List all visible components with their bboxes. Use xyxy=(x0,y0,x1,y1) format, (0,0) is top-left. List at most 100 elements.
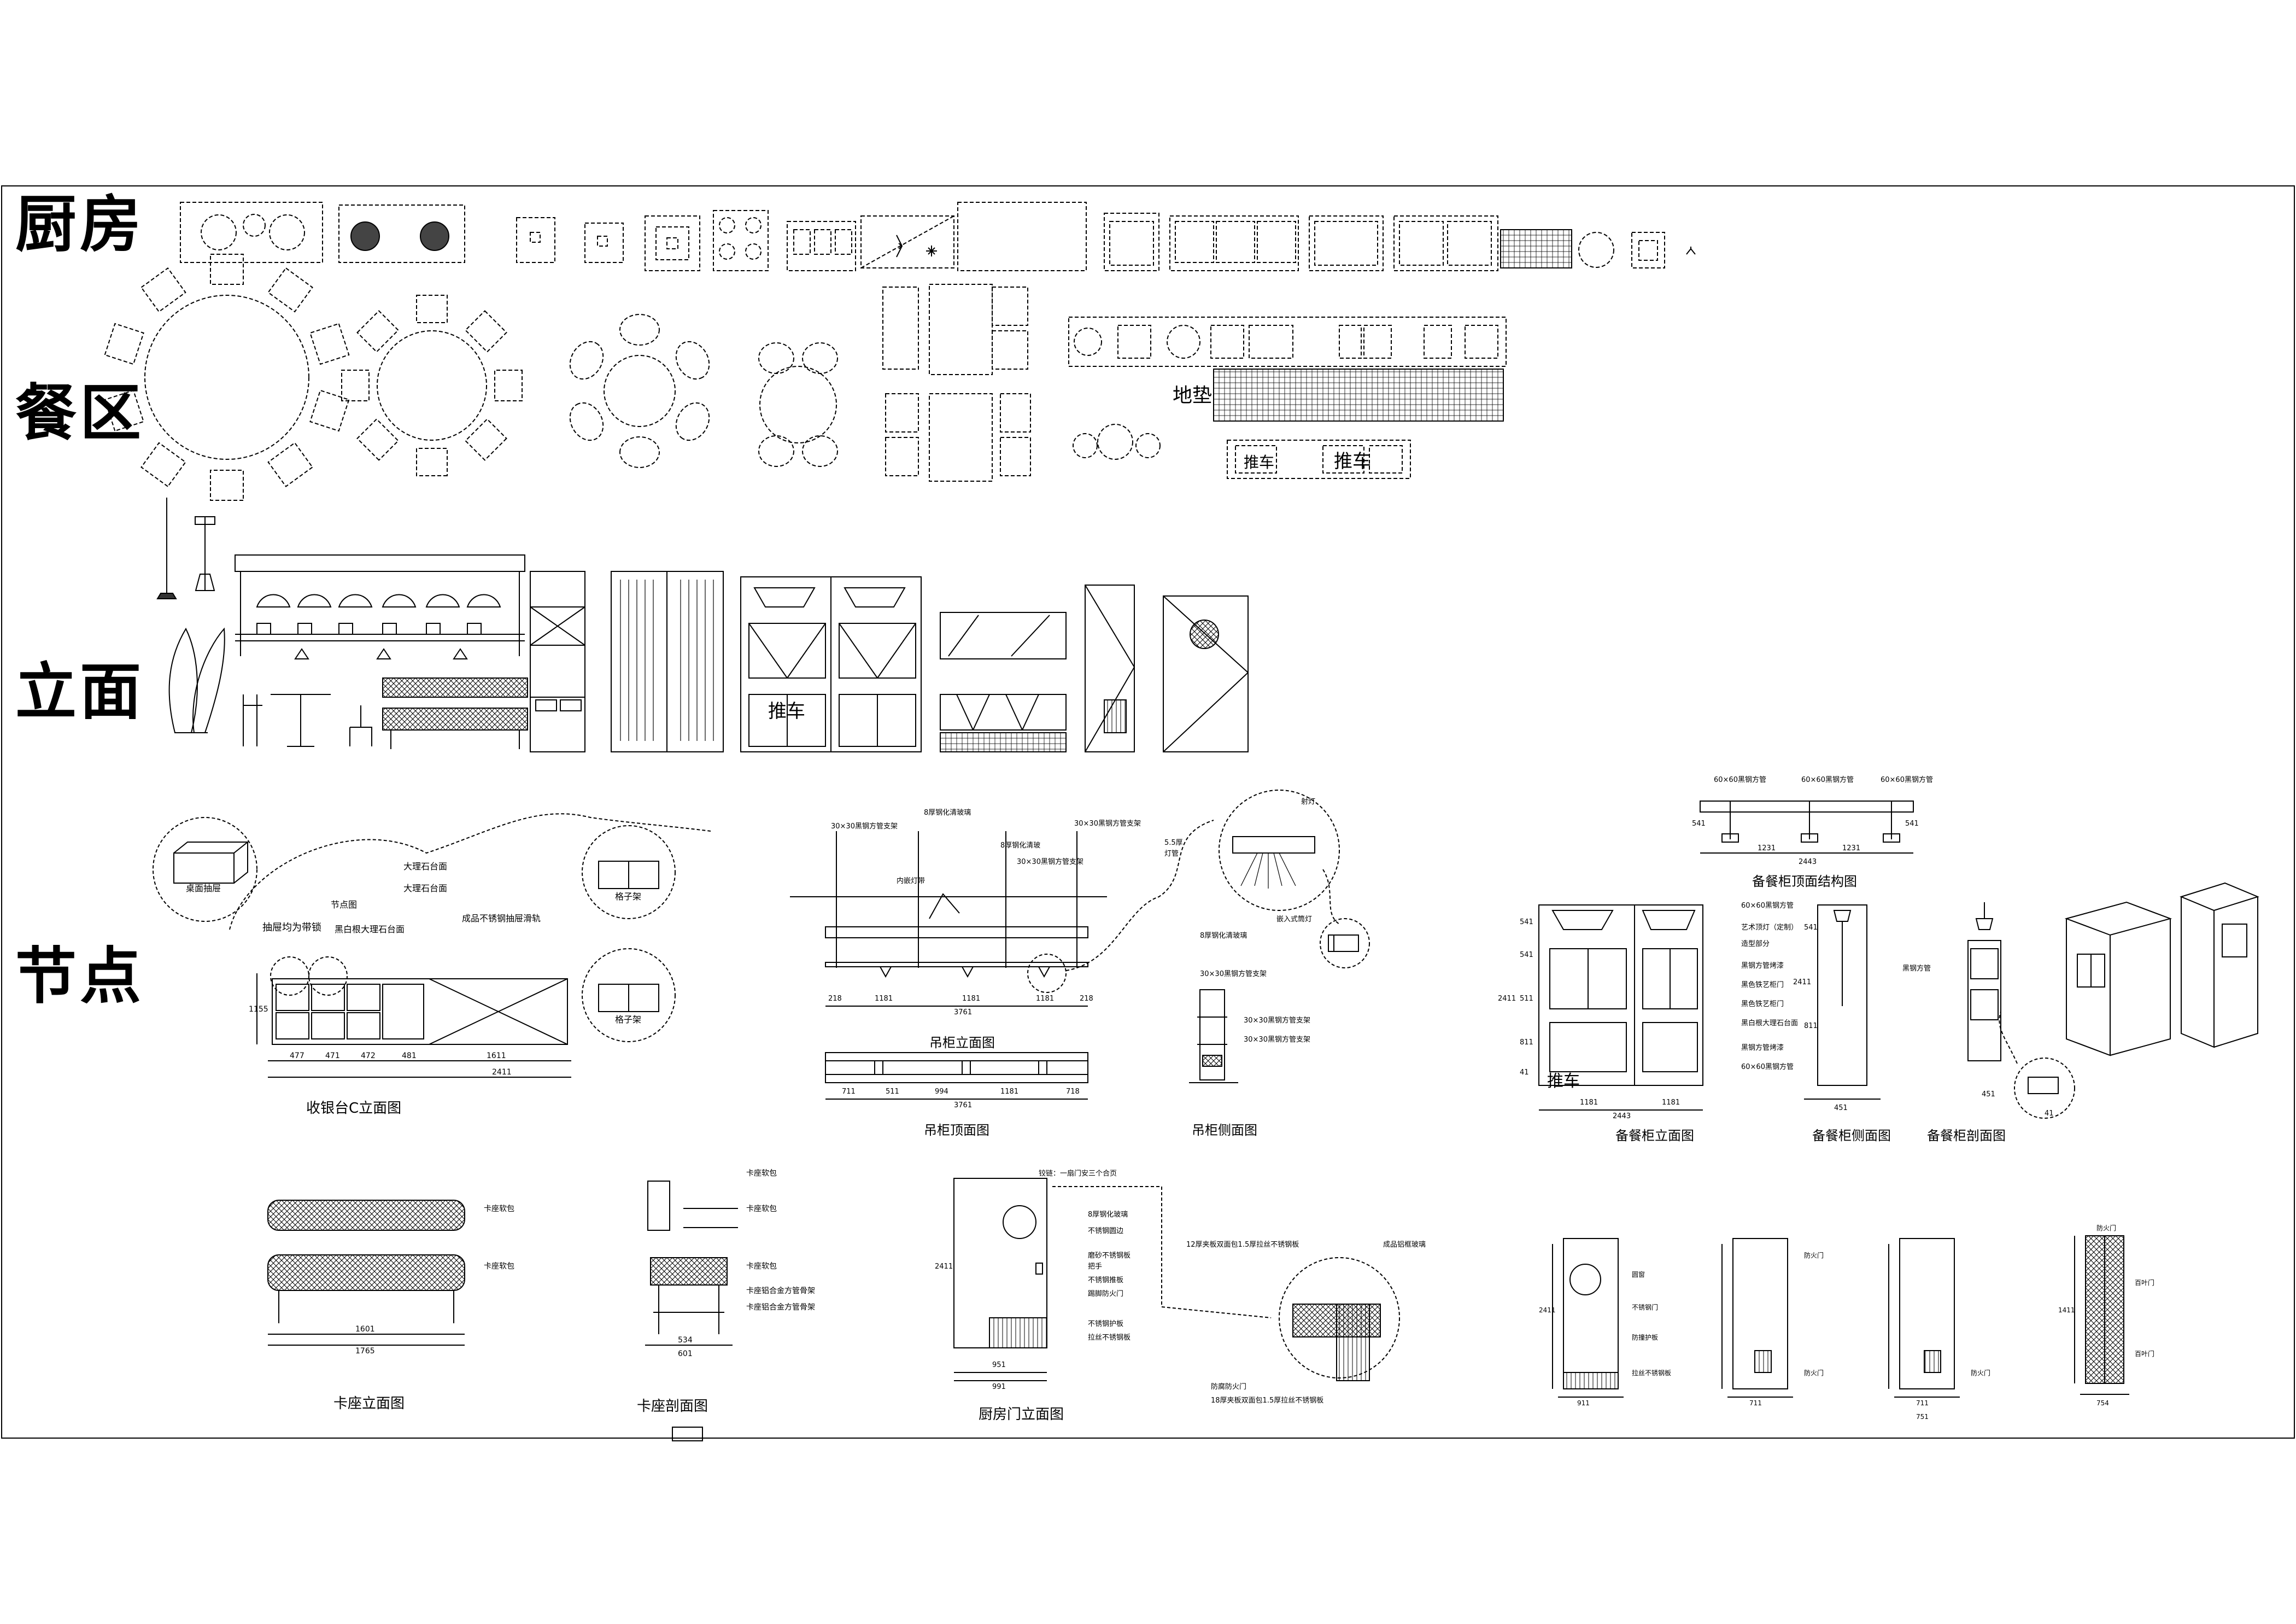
svg-text:1601: 1601 xyxy=(355,1325,375,1334)
svg-text:黑钢方管烤漆: 黑钢方管烤漆 xyxy=(1741,1043,1784,1052)
svg-text:718: 718 xyxy=(1066,1088,1080,1096)
svg-text:防火门: 防火门 xyxy=(1804,1251,1824,1259)
svg-text:2411: 2411 xyxy=(1498,995,1516,1003)
svg-text:卡座铝合金方管骨架: 卡座铝合金方管骨架 xyxy=(746,1287,815,1295)
svg-text:嵌入式筒灯: 嵌入式筒灯 xyxy=(1276,915,1312,924)
svg-text:3761: 3761 xyxy=(954,1101,972,1109)
svg-text:511: 511 xyxy=(1520,995,1533,1003)
booth-drawings xyxy=(267,1181,738,1346)
svg-text:卡座软包: 卡座软包 xyxy=(746,1169,777,1178)
detail-b-note: 格子架 xyxy=(615,891,641,902)
svg-text:1181: 1181 xyxy=(1000,1088,1018,1096)
section-title-dining: 餐区 xyxy=(15,378,144,449)
svg-text:卡座软包: 卡座软包 xyxy=(746,1262,777,1271)
svg-text:994: 994 xyxy=(935,1088,948,1096)
svg-text:811: 811 xyxy=(1520,1038,1533,1047)
svg-text:不锈钢护板: 不锈钢护板 xyxy=(1088,1320,1123,1328)
svg-text:2443: 2443 xyxy=(1799,858,1817,866)
svg-text:1181: 1181 xyxy=(875,995,893,1003)
svg-text:451: 451 xyxy=(1982,1090,1995,1099)
right-door-drawings xyxy=(1552,1235,2129,1398)
svg-text:黑色铁艺柜门: 黑色铁艺柜门 xyxy=(1741,980,1784,989)
svg-text:不锈钢门: 不锈钢门 xyxy=(1632,1303,1658,1311)
svg-text:30×30黑钢方管支架: 30×30黑钢方管支架 xyxy=(1244,1035,1310,1044)
svg-text:卡座软包: 卡座软包 xyxy=(484,1262,514,1271)
kitchen-door-caption: 厨房门立面图 xyxy=(979,1406,1064,1423)
bar-caption: 收银台C立面图 xyxy=(306,1100,401,1117)
svg-text:黑白根大理石台面: 黑白根大理石台面 xyxy=(1741,1019,1798,1027)
svg-text:铰链：一扇门安三个合页: 铰链：一扇门安三个合页 xyxy=(1039,1169,1117,1178)
svg-text:511: 511 xyxy=(886,1088,899,1096)
svg-text:3761: 3761 xyxy=(954,1008,972,1017)
hanging-cabinet-notes: 30×30黑钢方管支架 8厚钢化清玻璃 30×30黑钢方管支架 内嵌灯带 8厚钢… xyxy=(828,797,1315,1109)
svg-text:12厚夹板双面包1.5厚拉丝不锈钢板: 12厚夹板双面包1.5厚拉丝不锈钢板 xyxy=(1186,1241,1299,1249)
svg-text:41: 41 xyxy=(1520,1068,1529,1077)
svg-text:541: 541 xyxy=(1692,820,1706,828)
hang-top-caption: 吊柜顶面图 xyxy=(924,1123,989,1138)
svg-text:1181: 1181 xyxy=(1662,1099,1680,1107)
svg-text:30×30黑钢方管支架: 30×30黑钢方管支架 xyxy=(1200,969,1267,978)
svg-text:41: 41 xyxy=(2045,1109,2054,1118)
svg-text:477: 477 xyxy=(290,1051,304,1060)
sheet-border xyxy=(1,185,2295,1439)
svg-text:991: 991 xyxy=(992,1383,1006,1391)
svg-text:8厚钢化清玻璃: 8厚钢化清玻璃 xyxy=(924,809,971,817)
svg-text:防火门: 防火门 xyxy=(1971,1369,1990,1377)
svg-text:1181: 1181 xyxy=(1036,995,1054,1003)
bar-callout-3: 大理石台面 xyxy=(403,861,447,872)
svg-text:1231: 1231 xyxy=(1758,844,1776,852)
sideboard-sect-caption: 备餐柜剖面图 xyxy=(1927,1128,2006,1143)
svg-text:卡座软包: 卡座软包 xyxy=(746,1205,777,1213)
svg-text:1765: 1765 xyxy=(355,1347,375,1356)
svg-text:751: 751 xyxy=(1916,1413,1929,1421)
bottom-stub xyxy=(672,1427,703,1441)
svg-text:2411: 2411 xyxy=(492,1068,512,1077)
bar-callout-4: 大理石台面 xyxy=(403,883,447,893)
svg-text:黑色铁艺柜门: 黑色铁艺柜门 xyxy=(1741,1000,1784,1008)
svg-text:磨砂不锈钢板: 磨砂不锈钢板 xyxy=(1088,1252,1131,1260)
svg-text:百叶门: 百叶门 xyxy=(2135,1278,2154,1287)
svg-text:艺术顶灯（定制）: 艺术顶灯（定制） xyxy=(1741,924,1798,932)
svg-text:951: 951 xyxy=(992,1361,1006,1369)
svg-text:60×60黑钢方管: 60×60黑钢方管 xyxy=(1881,775,1933,784)
cart-label-1: 推车 xyxy=(1334,451,1371,472)
svg-text:不锈钢推板: 不锈钢推板 xyxy=(1088,1276,1123,1284)
bar-counter-elevation xyxy=(153,813,711,1078)
svg-text:拉丝不锈钢板: 拉丝不锈钢板 xyxy=(1088,1334,1131,1342)
svg-text:防火门: 防火门 xyxy=(1804,1369,1824,1377)
svg-text:防撞护板: 防撞护板 xyxy=(1632,1333,1658,1341)
booth-notes: 卡座软包 卡座软包 1601 1765 卡座软包 卡座软包 卡座软包 卡座铝合金… xyxy=(355,1169,815,1358)
kitchen-door-drawings xyxy=(953,1178,1400,1381)
svg-text:灯管: 灯管 xyxy=(1164,850,1179,858)
svg-text:防腐防火门: 防腐防火门 xyxy=(1211,1382,1246,1391)
svg-text:8厚钢化清玻璃: 8厚钢化清玻璃 xyxy=(1200,932,1247,940)
svg-text:18厚夹板双面包1.5厚拉丝不锈钢板: 18厚夹板双面包1.5厚拉丝不锈钢板 xyxy=(1211,1397,1323,1405)
svg-text:卡座软包: 卡座软包 xyxy=(484,1205,514,1213)
svg-text:卡座铝合金方管骨架: 卡座铝合金方管骨架 xyxy=(746,1303,815,1312)
cabinet-push-label-1: 推车 xyxy=(768,700,805,722)
svg-text:成品铝框玻璃: 成品铝框玻璃 xyxy=(1383,1241,1426,1249)
bar-dimensions: 477 471 472 481 1611 2411 1155 xyxy=(249,1005,512,1077)
floor-mat-hatch xyxy=(1213,369,1504,422)
svg-text:2443: 2443 xyxy=(1613,1112,1631,1120)
svg-text:百叶门: 百叶门 xyxy=(2135,1350,2154,1358)
svg-text:711: 711 xyxy=(842,1088,856,1096)
svg-text:8厚钢化玻璃: 8厚钢化玻璃 xyxy=(1088,1211,1128,1219)
svg-text:30×30黑钢方管支架: 30×30黑钢方管支架 xyxy=(1244,1016,1310,1025)
svg-text:2411: 2411 xyxy=(1793,978,1811,986)
svg-text:圆窗: 圆窗 xyxy=(1632,1271,1645,1278)
svg-text:把手: 把手 xyxy=(1088,1263,1102,1271)
svg-text:811: 811 xyxy=(1804,1022,1818,1030)
section-title-kitchen: 厨房 xyxy=(15,189,144,260)
sideboard-notes: 60×60黑钢方管 60×60黑钢方管 60×60黑钢方管 1231 1231 … xyxy=(1498,775,2054,1120)
bar-callout-1: 抽屉均为带锁 xyxy=(262,922,321,933)
bar-callout-5: 黑白根大理石台面 xyxy=(335,924,405,934)
svg-text:内嵌灯带: 内嵌灯带 xyxy=(897,877,925,885)
svg-text:218: 218 xyxy=(828,995,842,1003)
svg-text:防火门: 防火门 xyxy=(2096,1224,2116,1232)
svg-text:60×60黑钢方管: 60×60黑钢方管 xyxy=(1801,775,1854,784)
svg-text:218: 218 xyxy=(1080,995,1093,1003)
sideboard-side-caption: 备餐柜侧面图 xyxy=(1812,1128,1891,1143)
svg-text:541: 541 xyxy=(1520,951,1533,959)
